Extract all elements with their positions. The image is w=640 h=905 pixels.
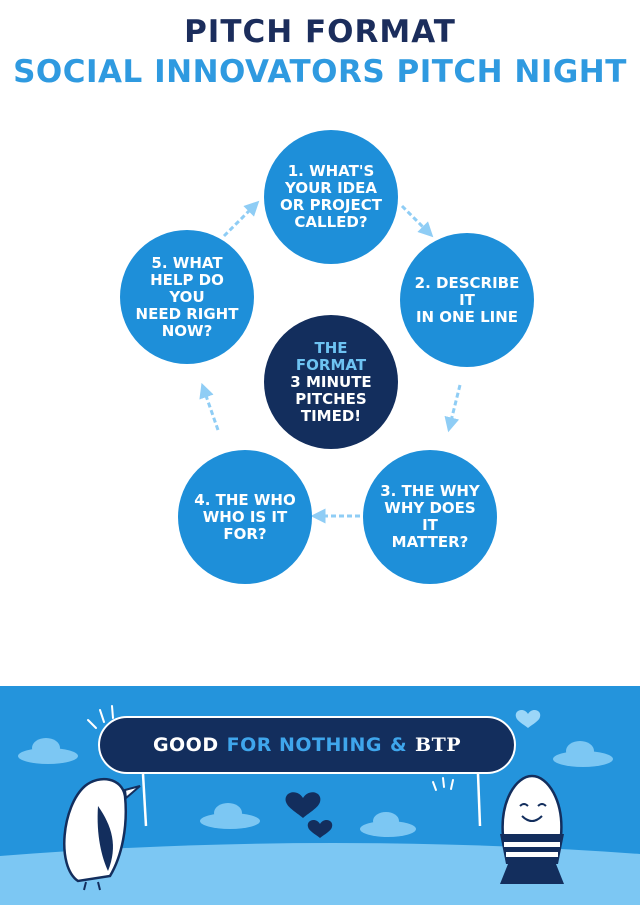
egg-character bbox=[500, 774, 564, 884]
page-title: PITCH FORMAT bbox=[184, 14, 456, 50]
step-4-circle: 4. THE WHO WHO IS IT FOR? bbox=[178, 450, 312, 584]
arrows-layer bbox=[199, 200, 462, 524]
arrow-2-to-3 bbox=[444, 384, 462, 433]
step-3-text: 3. THE WHY WHY DOES IT MATTER? bbox=[380, 482, 480, 551]
cloud-icon bbox=[553, 741, 613, 767]
heart-icon bbox=[285, 792, 321, 818]
center-text-block: THE FORMAT 3 MINUTE PITCHES TIMED! bbox=[290, 338, 372, 425]
arrow-5-to-1 bbox=[222, 200, 260, 238]
bird-character bbox=[63, 777, 141, 891]
step-5-circle: 5. WHAT HELP DO YOU NEED RIGHT NOW? bbox=[120, 230, 254, 364]
cloud-icon bbox=[360, 812, 416, 837]
arrow-4-to-5 bbox=[199, 382, 220, 431]
banner-pole-left bbox=[141, 773, 148, 827]
center-line-3: 3 MINUTE PITCHES TIMED! bbox=[290, 372, 372, 425]
center-line-1: THE bbox=[314, 338, 348, 357]
step-1-text: 1. WHAT'S YOUR IDEA OR PROJECT CALLED? bbox=[280, 162, 382, 231]
step-1-circle: 1. WHAT'S YOUR IDEA OR PROJECT CALLED? bbox=[264, 130, 398, 264]
sparkle-marks bbox=[87, 705, 454, 791]
heart-icon bbox=[307, 820, 333, 838]
step-2-circle: 2. DESCRIBE IT IN ONE LINE bbox=[400, 233, 534, 367]
footer-scene bbox=[0, 705, 640, 905]
center-line-2: FORMAT bbox=[295, 355, 367, 374]
banner-logo-btp: BTP bbox=[415, 734, 462, 756]
step-4-text: 4. THE WHO WHO IS IT FOR? bbox=[194, 490, 296, 543]
ground bbox=[0, 842, 640, 905]
sponsor-banner: GOOD FOR NOTHING & BTP bbox=[98, 716, 516, 774]
page-subtitle: SOCIAL INNOVATORS PITCH NIGHT bbox=[13, 54, 627, 90]
banner-ampersand: & bbox=[389, 734, 408, 756]
banner-word-for-nothing: FOR NOTHING bbox=[226, 734, 382, 756]
step-3-circle: 3. THE WHY WHY DOES IT MATTER? bbox=[363, 450, 497, 584]
step-5-text: 5. WHAT HELP DO YOU NEED RIGHT NOW? bbox=[135, 253, 239, 340]
cloud-icon bbox=[18, 738, 78, 764]
arrow-1-to-2 bbox=[400, 204, 434, 238]
cloud-icon bbox=[200, 803, 260, 829]
banner-word-good: GOOD bbox=[152, 734, 219, 756]
step-2-text: 2. DESCRIBE IT IN ONE LINE bbox=[414, 273, 520, 326]
banner-pole-right bbox=[476, 773, 482, 827]
heart-icon bbox=[515, 710, 541, 728]
center-format-circle: THE FORMAT 3 MINUTE PITCHES TIMED! bbox=[264, 315, 398, 449]
